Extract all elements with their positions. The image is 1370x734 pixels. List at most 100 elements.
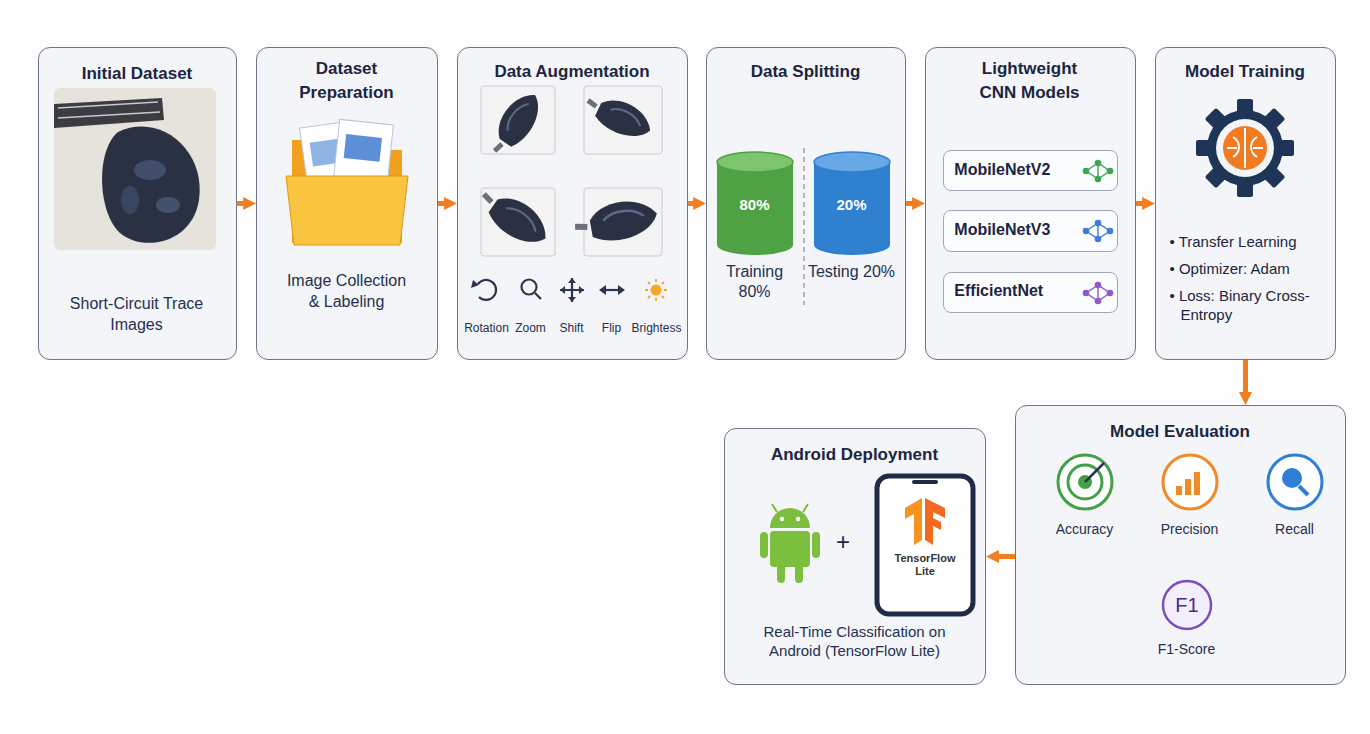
text-slot: Brightess	[629, 318, 685, 337]
cylinder-shape	[814, 235, 890, 255]
text-slot: Real-Time Classification on Android (Ten…	[747, 622, 962, 661]
bullet-item: • Optimizer: Adam	[1170, 259, 1290, 279]
augmentation-label: Flip	[602, 321, 621, 337]
phone-icon	[925, 498, 945, 545]
augmentation-icon	[560, 278, 584, 302]
augmentation-icon	[522, 280, 537, 295]
metric-label: Precision	[1161, 520, 1219, 538]
text-slot: • Loss: Binary Cross-Entropy	[1170, 286, 1325, 325]
android-robot	[812, 532, 820, 558]
cylinder-shape	[717, 162, 793, 245]
text-slot: MobileNetV2	[954, 160, 1079, 180]
folder-icon	[344, 134, 382, 162]
panel-ground	[943, 150, 1118, 191]
network-icon	[1095, 298, 1100, 303]
panel-ground	[38, 47, 237, 360]
data-cylinder: 20%Testing 20%	[808, 150, 896, 305]
metric-icon	[1282, 468, 1302, 488]
process-panel: Model EvaluationAccuracyPrecisionRecallF…	[1015, 405, 1346, 685]
metric-icon	[1085, 463, 1104, 482]
network-icon	[1083, 160, 1112, 303]
metric-icon	[1176, 486, 1182, 495]
trace-photo	[58, 102, 160, 118]
model-box: EfficientNet	[943, 272, 1118, 313]
network-icon	[1095, 220, 1100, 225]
android-robot	[780, 517, 784, 521]
network-icon	[1083, 160, 1112, 181]
text-slot: +	[831, 526, 855, 557]
cylinder-shape	[814, 162, 890, 245]
network-icon	[1083, 228, 1088, 233]
bullet-item: • Transfer Learning	[1170, 232, 1297, 252]
panel-text: Image Collection & Labeling	[284, 270, 410, 313]
network-icon	[1107, 228, 1112, 233]
augmented-thumbnail	[483, 87, 548, 161]
network-icon	[1107, 168, 1112, 173]
metric-icon	[1299, 486, 1308, 495]
split-divider	[804, 148, 805, 305]
trace-photo	[54, 98, 164, 128]
android-robot	[795, 563, 803, 583]
android-robot	[770, 531, 810, 567]
split-label: Training 80%	[711, 262, 799, 304]
text-slot: MobileNetV3	[954, 220, 1079, 240]
process-panel: Data AugmentationRotationZoomShiftFlipBr…	[457, 47, 688, 360]
network-icon	[1095, 176, 1100, 181]
phone-icon	[877, 476, 973, 614]
cylinder-shape	[808, 150, 896, 305]
panel-text: Short-Circuit Trace Images	[62, 293, 212, 336]
augmentation-icon	[599, 285, 625, 295]
text-slot: Shift	[552, 318, 592, 337]
flow-arrow	[237, 201, 247, 206]
metric-label: F1-Score	[1158, 640, 1216, 658]
process-panel: Lightweight CNN ModelsMobileNetV2MobileN…	[925, 47, 1136, 360]
flow-arrow	[1136, 201, 1146, 206]
text-slot: Lightweight CNN Models	[965, 57, 1095, 106]
panel-title: Initial Dataset	[82, 62, 193, 87]
network-icon	[1083, 290, 1088, 295]
augmentation-icon	[651, 285, 662, 296]
cylinder-shape	[717, 152, 793, 172]
text-slot: Image Collection & Labeling	[284, 270, 410, 313]
metric-icon	[1268, 455, 1322, 509]
f1-symbol: F1	[1175, 592, 1198, 618]
text-slot: Android Deployment	[724, 443, 986, 468]
panel-ground	[256, 47, 438, 360]
android-robot	[760, 532, 768, 558]
metric-icon	[1058, 455, 1112, 509]
augmentation-label: Shift	[559, 321, 583, 337]
cylinder-shape	[814, 152, 890, 172]
panel-ground	[1155, 47, 1336, 360]
model-name: MobileNetV2	[954, 160, 1050, 180]
model-box: MobileNetV3	[943, 210, 1118, 252]
text-slot: Rotation	[459, 318, 515, 337]
android-robot	[777, 563, 785, 583]
gear-brain-icon	[1223, 126, 1267, 170]
model-box: MobileNetV2	[943, 150, 1118, 191]
augmentation-icon	[478, 280, 496, 300]
text-slot: Testing 20%	[808, 262, 896, 283]
trace-photo	[102, 127, 200, 243]
augmentation-label: Brightess	[631, 321, 681, 337]
metric-icon	[1194, 472, 1200, 495]
metric-label: Recall	[1275, 520, 1314, 538]
text-slot: • Optimizer: Adam	[1170, 259, 1325, 279]
process-panel: Dataset PreparationImage Collection & La…	[256, 47, 438, 360]
text-slot: Precision	[1147, 520, 1233, 538]
text-slot: EfficientNet	[954, 281, 1079, 301]
cylinder-shape	[711, 150, 799, 305]
text-slot: F1-Score	[1144, 640, 1230, 658]
network-icon	[1095, 236, 1100, 241]
network-icon	[1107, 290, 1112, 295]
panel-title: Data Augmentation	[494, 60, 649, 85]
text-slot: Initial Dataset	[38, 62, 237, 87]
network-icon	[1083, 168, 1088, 173]
text-slot: Dataset Preparation	[272, 57, 422, 106]
flow-arrow	[1243, 360, 1248, 396]
model-name: MobileNetV3	[954, 220, 1050, 240]
panel-title: Dataset Preparation	[272, 57, 422, 106]
phone-icon	[877, 476, 973, 614]
panel-title: Model Training	[1185, 60, 1305, 85]
process-panel: Initial DatasetShort-Circuit Trace Image…	[38, 47, 237, 360]
phone-icon	[905, 498, 922, 545]
